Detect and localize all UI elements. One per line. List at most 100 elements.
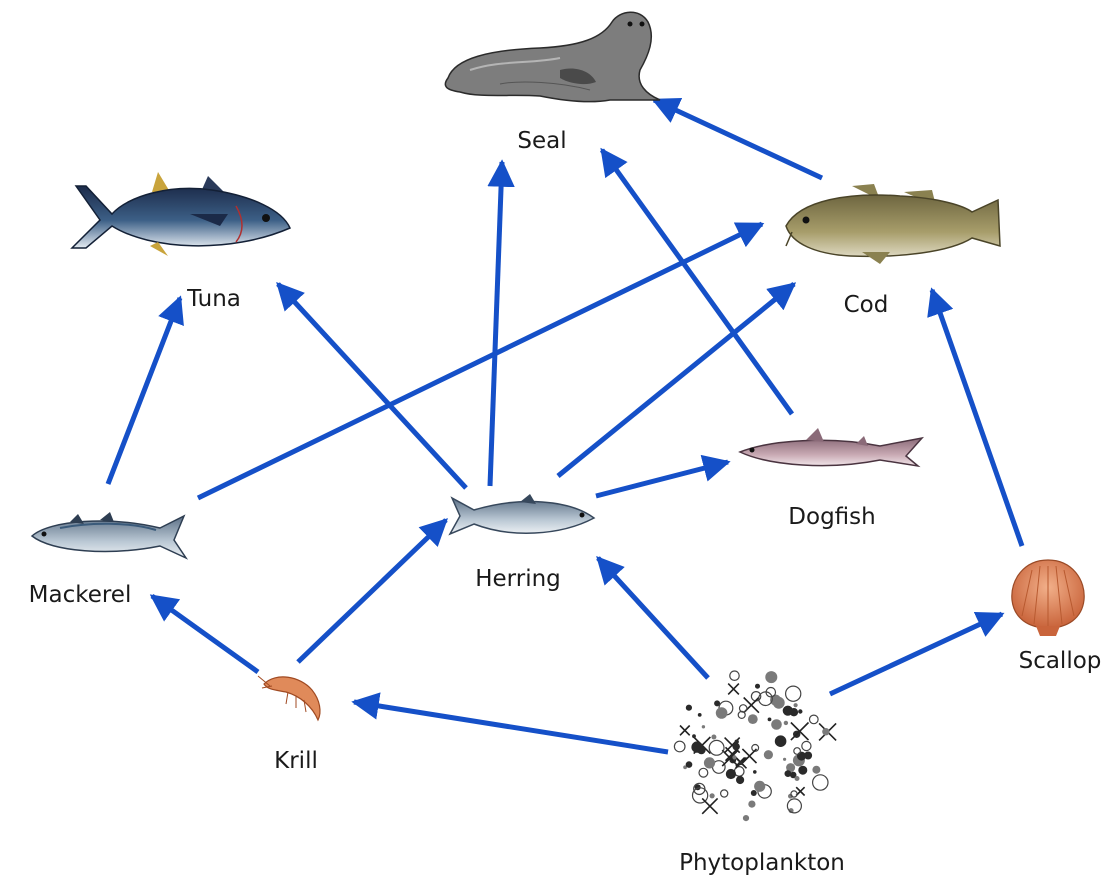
arrow-herring-to-seal (487, 159, 515, 487)
plankton-cell (701, 725, 706, 729)
dogfish-icon (738, 428, 925, 468)
plankton-cell (736, 775, 745, 785)
plankton-cell (727, 683, 740, 695)
plankton-cell (822, 728, 830, 736)
plankton-cell (755, 683, 760, 689)
feeding-arrows (105, 97, 1025, 755)
plankton-cell (721, 749, 739, 767)
plankton-cell (679, 724, 691, 736)
plankton-cell (801, 740, 812, 752)
plankton-cell (808, 714, 819, 725)
arrow-herring-to-dogfish (595, 454, 731, 499)
plankton-cell (714, 700, 721, 707)
seal-icon (444, 11, 661, 103)
label-phytoplankton: Phytoplankton (679, 850, 845, 876)
plankton-cell (737, 710, 746, 720)
plankton-cell (783, 720, 789, 726)
plankton-cell (711, 734, 717, 740)
label-mackerel: Mackerel (29, 582, 132, 608)
krill-icon (257, 675, 321, 722)
plankton-cell (683, 765, 687, 770)
plankton-cell (789, 771, 797, 779)
plankton-cell (767, 717, 772, 722)
plankton-cell (786, 763, 796, 773)
label-herring: Herring (475, 566, 561, 592)
arrow-krill-to-herring (296, 518, 448, 664)
plankton-cell (747, 714, 758, 724)
arrow-cod-to-seal (651, 97, 824, 181)
plankton-cell (804, 751, 813, 760)
plankton-cell (750, 790, 757, 796)
plankton-cell (715, 707, 728, 719)
label-scallop: Scallop (1019, 648, 1102, 674)
plankton-cell (741, 748, 758, 764)
plankton-cell (765, 671, 778, 684)
plankton-cell (725, 768, 737, 780)
plankton-cell (738, 760, 743, 766)
plankton-cell (730, 774, 734, 779)
plankton-cell (758, 691, 773, 707)
plankton-cell (790, 790, 798, 798)
arrow-phytoplankton-to-scallop (828, 611, 1005, 697)
plankton-cell (673, 740, 686, 753)
arrow-herring-to-tuna (276, 281, 468, 490)
arrow-mackerel-to-tuna (105, 295, 184, 485)
label-seal: Seal (517, 128, 566, 154)
plankton-cell (729, 670, 740, 681)
plankton-cell (732, 742, 740, 751)
plankton-cell (812, 765, 821, 774)
plankton-cell (732, 755, 737, 760)
arrow-phytoplankton-to-krill (351, 692, 669, 755)
plankton-cell (754, 780, 766, 792)
plankton-cell (763, 750, 774, 760)
plankton-cell (798, 709, 803, 714)
plankton-cell (734, 739, 739, 744)
scallop-icon (1011, 559, 1085, 636)
plankton-cell (685, 704, 693, 711)
arrow-herring-to-cod (556, 282, 797, 478)
plankton-cell (793, 747, 801, 755)
plankton-cell (691, 741, 703, 753)
cod-icon (785, 184, 1001, 264)
plankton-cell (748, 800, 756, 808)
plankton-cell (701, 797, 719, 815)
plankton-cell (786, 798, 803, 814)
plankton-cell (784, 770, 792, 777)
plankton-cell (685, 761, 693, 768)
arrow-krill-to-mackerel (149, 593, 260, 675)
phytoplankton-icon (673, 670, 837, 822)
label-krill: Krill (274, 748, 318, 774)
plankton-cell (753, 770, 757, 774)
tuna-icon (70, 172, 291, 256)
arrow-dogfish-to-seal (599, 147, 795, 416)
plankton-cell (708, 739, 725, 756)
plankton-cell (783, 757, 787, 761)
plankton-cell (790, 721, 810, 741)
plankton-cell (765, 686, 777, 698)
arrow-phytoplankton-to-herring (596, 555, 710, 680)
label-cod: Cod (844, 292, 889, 318)
plankton-cell (774, 735, 787, 747)
plankton-cell (692, 734, 696, 739)
plankton-cell (798, 765, 808, 775)
plankton-cell (691, 787, 709, 804)
plankton-cell (770, 694, 782, 706)
label-dogfish: Dogfish (788, 504, 875, 530)
plankton-cell (794, 776, 800, 781)
plankton-cell (782, 705, 793, 716)
arrow-mackerel-to-cod (196, 221, 765, 501)
plankton-cell (709, 793, 715, 799)
plankton-cell (720, 789, 729, 798)
plankton-cell (698, 767, 709, 778)
plankton-cell (785, 685, 802, 702)
arrow-scallop-to-cod (927, 287, 1025, 547)
herring-icon (448, 494, 596, 536)
plankton-cell (793, 703, 798, 708)
plankton-cell (697, 713, 702, 717)
plankton-cell (703, 757, 716, 769)
label-tuna: Tuna (186, 286, 241, 312)
mackerel-icon (30, 512, 189, 560)
plankton-cell (771, 719, 782, 730)
